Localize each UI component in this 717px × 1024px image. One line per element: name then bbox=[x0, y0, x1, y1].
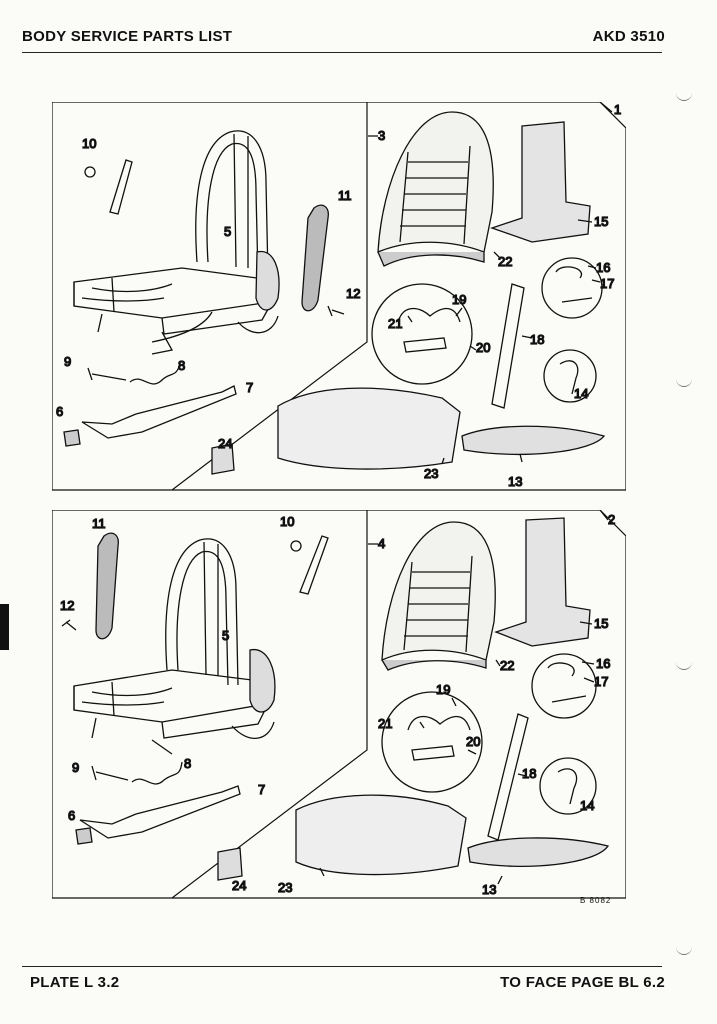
callout-23: 23 bbox=[278, 880, 292, 895]
callout-8: 8 bbox=[184, 756, 191, 771]
pin-part-9 bbox=[87, 367, 127, 381]
callout-6: 6 bbox=[68, 808, 75, 823]
callout-19: 19 bbox=[452, 292, 466, 307]
clip-circle-14 bbox=[539, 757, 597, 815]
callout-5: 5 bbox=[222, 628, 229, 643]
binding-mark bbox=[676, 372, 692, 387]
pad-part-13 bbox=[461, 425, 606, 456]
bracket-part-24 bbox=[211, 443, 235, 475]
section-divider bbox=[171, 102, 368, 491]
clip-part-10 bbox=[290, 535, 329, 595]
callout-14: 14 bbox=[574, 386, 588, 401]
seat-frame-drawing bbox=[73, 130, 280, 355]
clips-part-16-17 bbox=[547, 662, 587, 703]
seat-assembly-plate-upper: 1 3 5 6 7 8 9 10 11 12 13 14 15 16 17 18… bbox=[52, 102, 626, 492]
cushion-part-23 bbox=[295, 794, 467, 876]
callout-2: 2 bbox=[608, 512, 615, 527]
page-header-code: AKD 3510 bbox=[592, 28, 665, 45]
seat-frame-drawing bbox=[73, 538, 276, 755]
callout-7: 7 bbox=[246, 380, 253, 395]
screw-part-12 bbox=[61, 619, 77, 631]
bracket-part-24 bbox=[217, 847, 243, 881]
callout-19: 19 bbox=[436, 682, 450, 697]
callout-12: 12 bbox=[60, 598, 74, 613]
page-edge-tab bbox=[0, 604, 9, 650]
callout-15: 15 bbox=[594, 616, 608, 631]
spring-part-8 bbox=[129, 363, 181, 385]
clip-part-10 bbox=[84, 159, 133, 215]
callout-12: 12 bbox=[346, 286, 360, 301]
binding-mark bbox=[676, 86, 692, 101]
footer-rule bbox=[22, 966, 662, 967]
page-header-title: BODY SERVICE PARTS LIST bbox=[22, 28, 233, 45]
callout-18: 18 bbox=[522, 766, 536, 781]
seat-back-cover-drawing bbox=[377, 111, 494, 267]
callout-16: 16 bbox=[596, 260, 610, 275]
pad-part-15 bbox=[489, 121, 591, 243]
pad-part-13 bbox=[467, 837, 610, 868]
cap-part-6 bbox=[75, 827, 93, 845]
callout-13: 13 bbox=[508, 474, 522, 489]
callout-10: 10 bbox=[82, 136, 96, 151]
facing-page-ref: TO FACE PAGE BL 6.2 bbox=[500, 974, 665, 991]
drawing-reference: B 8082 bbox=[580, 896, 612, 905]
clips-part-16-17 bbox=[555, 266, 593, 303]
callout-16: 16 bbox=[596, 656, 610, 671]
spring-part-8 bbox=[131, 761, 183, 785]
callout-1: 1 bbox=[614, 102, 621, 117]
callout-3: 3 bbox=[378, 128, 385, 143]
callout-9: 9 bbox=[64, 354, 71, 369]
callout-23: 23 bbox=[424, 466, 438, 481]
pad-part-15 bbox=[494, 517, 591, 647]
clip-detail-circle bbox=[531, 653, 597, 719]
cushion-part-23 bbox=[277, 387, 461, 470]
binding-mark bbox=[676, 655, 692, 670]
seat-back-cover-drawing bbox=[381, 521, 496, 671]
clip-detail-circle bbox=[541, 257, 603, 319]
seat-assembly-plate-lower: 2 4 5 6 7 8 9 10 11 12 13 14 15 16 17 18… bbox=[52, 510, 626, 900]
callout-18: 18 bbox=[530, 332, 544, 347]
callout-9: 9 bbox=[72, 760, 79, 775]
pin-part-9 bbox=[91, 765, 129, 781]
lever-part-11 bbox=[301, 204, 329, 312]
callout-4: 4 bbox=[378, 536, 385, 551]
callout-15: 15 bbox=[594, 214, 608, 229]
clip-part-14 bbox=[557, 768, 578, 805]
fixing-detail-circle bbox=[381, 691, 483, 793]
callout-21: 21 bbox=[378, 716, 392, 731]
callout-22: 22 bbox=[500, 658, 514, 673]
lever-part-11 bbox=[95, 532, 119, 640]
callout-13: 13 bbox=[482, 882, 496, 897]
callout-8: 8 bbox=[178, 358, 185, 373]
callout-17: 17 bbox=[594, 674, 608, 689]
plate-number: PLATE L 3.2 bbox=[30, 974, 120, 991]
callout-20: 20 bbox=[466, 734, 480, 749]
binding-mark bbox=[676, 940, 692, 955]
callout-21: 21 bbox=[388, 316, 402, 331]
callout-17: 17 bbox=[600, 276, 614, 291]
fixing-parts-19-20-21 bbox=[407, 715, 471, 761]
callout-24: 24 bbox=[232, 878, 246, 893]
callout-7: 7 bbox=[258, 782, 265, 797]
callout-11: 11 bbox=[338, 188, 352, 203]
callout-11: 11 bbox=[92, 516, 106, 531]
screw-part-12 bbox=[327, 305, 345, 317]
callout-6: 6 bbox=[56, 404, 63, 419]
callout-5: 5 bbox=[224, 224, 231, 239]
callout-24: 24 bbox=[218, 436, 232, 451]
fixing-parts-19-20-21 bbox=[397, 307, 461, 353]
fixing-detail-circle bbox=[371, 283, 473, 385]
callout-20: 20 bbox=[476, 340, 490, 355]
header-rule bbox=[22, 52, 662, 53]
clip-circle-14 bbox=[543, 349, 597, 403]
clip-part-14 bbox=[559, 360, 579, 395]
callout-10: 10 bbox=[280, 514, 294, 529]
link-part-7 bbox=[81, 385, 237, 439]
callout-14: 14 bbox=[580, 798, 594, 813]
callout-22: 22 bbox=[498, 254, 512, 269]
link-part-7 bbox=[79, 785, 241, 839]
strut-part-18 bbox=[491, 283, 525, 409]
cap-part-6 bbox=[63, 429, 81, 447]
